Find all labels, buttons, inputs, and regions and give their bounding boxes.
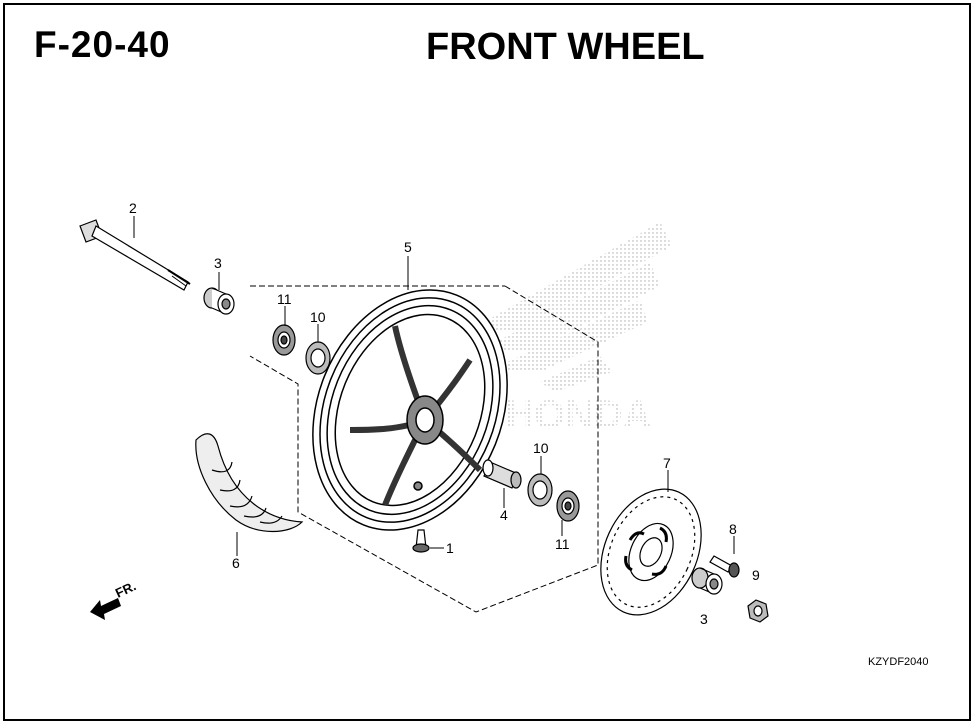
callout-11-lower: 11 (555, 536, 570, 552)
callout-2: 2 (129, 200, 137, 216)
axle-bolt (79, 219, 191, 291)
watermark-text: HONDA (505, 393, 652, 437)
honda-wing-watermark: HONDA (470, 222, 672, 437)
tire-valve (412, 529, 430, 553)
callout-11-upper: 11 (277, 291, 292, 307)
callout-5: 5 (404, 239, 412, 255)
callout-10-lower: 10 (533, 440, 549, 456)
tire (195, 433, 304, 532)
assembly-outline (249, 285, 599, 613)
collar-left (203, 287, 235, 315)
callout-6: 6 (232, 555, 240, 571)
callout-9: 9 (752, 567, 760, 583)
front-direction-label: FR. (113, 578, 138, 600)
bearing-upper (272, 324, 296, 356)
bearing-lower (556, 490, 580, 522)
brake-disc (600, 488, 702, 616)
callout-numbers: 2 3 11 10 5 10 4 11 7 8 9 3 1 6 (129, 200, 760, 627)
collar-right (691, 567, 723, 595)
callout-4: 4 (500, 507, 508, 523)
page-code: F-20-40 (34, 24, 171, 65)
callout-7: 7 (663, 455, 671, 471)
disc-bolt (709, 555, 740, 578)
page-title: FRONT WHEEL (426, 26, 705, 68)
dust-seal-upper (305, 341, 331, 375)
dust-seal-lower (527, 473, 553, 507)
front-arrow-icon (90, 598, 121, 620)
leader-lines (133, 216, 735, 556)
front-direction-indicator: FR. (90, 578, 138, 620)
callout-1: 1 (446, 540, 454, 556)
front-wheel (312, 289, 508, 531)
callout-10-upper: 10 (310, 309, 326, 325)
callout-3-right: 3 (700, 611, 708, 627)
distance-collar (482, 459, 522, 489)
callout-8: 8 (729, 521, 737, 537)
callout-3-left: 3 (214, 255, 222, 271)
reference-code: KZYDF2040 (868, 656, 929, 668)
axle-nut (747, 599, 769, 623)
